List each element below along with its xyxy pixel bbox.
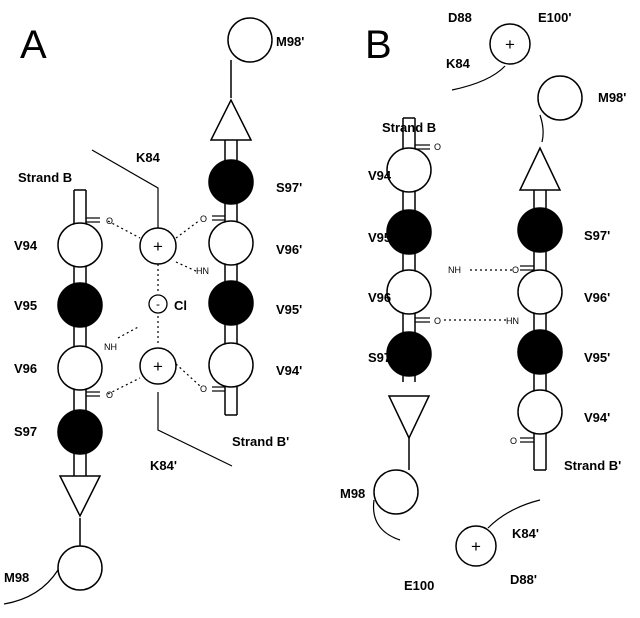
label-b-v95p: V95' xyxy=(584,350,610,365)
residue-b-v94p xyxy=(517,389,563,435)
label-b-v94p: V94' xyxy=(584,410,610,425)
panel-b: B + xyxy=(340,10,626,593)
label-v96: V96 xyxy=(14,361,37,376)
residue-b-s97p xyxy=(517,207,563,253)
k84p-sidechain xyxy=(157,392,233,467)
residue-b-m98p xyxy=(537,75,583,121)
atom-b-o-4: O xyxy=(510,436,517,446)
atom-b-o-3: O xyxy=(434,316,441,326)
residue-v95p xyxy=(208,280,254,326)
label-b-d88: D88 xyxy=(448,10,472,25)
k84-plus-sign: + xyxy=(153,237,163,256)
label-k84p: K84' xyxy=(150,458,177,473)
label-b-v94: V94 xyxy=(368,168,392,183)
residue-b-v96p xyxy=(517,269,563,315)
atom-o-1: O xyxy=(106,216,113,226)
label-b-s97: S97 xyxy=(368,350,391,365)
label-b-v95: V95 xyxy=(368,230,391,245)
residue-v95 xyxy=(57,282,103,328)
label-v94p: V94' xyxy=(276,363,302,378)
residue-s97p xyxy=(208,159,254,205)
hydrogen-bonds-b xyxy=(444,269,512,321)
k84-d88-charge-circle xyxy=(489,23,531,65)
residue-m98 xyxy=(57,545,103,591)
atom-b-o-1: O xyxy=(434,142,441,152)
panel-b-label: B xyxy=(365,23,392,67)
atom-o-4: O xyxy=(200,384,207,394)
residue-b-m98p-triangle xyxy=(518,146,562,191)
hydrogen-bonds xyxy=(107,219,201,395)
k84-charge-circle xyxy=(139,227,177,265)
k84-sidechain xyxy=(91,149,159,228)
residue-m98-triangle xyxy=(58,475,102,518)
atom-o-3: O xyxy=(106,390,113,400)
label-v95: V95 xyxy=(14,298,37,313)
label-b-strand-b-prime: Strand B' xyxy=(564,458,621,473)
atom-nh-1: NH xyxy=(104,342,117,352)
label-b-k84p: K84' xyxy=(512,526,539,541)
label-m98: M98 xyxy=(4,570,29,585)
residue-b-v95 xyxy=(386,209,432,255)
label-b-e100p: E100' xyxy=(538,10,571,25)
residue-m98p-triangle xyxy=(209,98,253,141)
top-plus-sign: + xyxy=(505,35,515,54)
m98p-b-link xyxy=(539,114,544,143)
m98-tail xyxy=(3,569,59,605)
chloride-minus-sign: - xyxy=(156,297,160,311)
residue-b-m98 xyxy=(373,469,419,515)
label-b-e100: E100 xyxy=(404,578,434,593)
label-b-v96: V96 xyxy=(368,290,391,305)
panel-a-label: A xyxy=(20,23,47,67)
label-b-m98: M98 xyxy=(340,486,365,501)
chloride-ion xyxy=(148,294,168,314)
label-m98p: M98' xyxy=(276,34,304,49)
label-b-k84: K84 xyxy=(446,56,471,71)
residue-b-v94 xyxy=(386,147,432,193)
residue-m98p xyxy=(227,17,273,63)
label-v96p: V96' xyxy=(276,242,302,257)
k84-b-sidechain xyxy=(451,65,506,91)
panel-a: A xyxy=(3,17,304,605)
label-s97p: S97' xyxy=(276,180,302,195)
label-s97: S97 xyxy=(14,424,37,439)
label-cl: Cl xyxy=(174,298,187,313)
label-b-m98p: M98' xyxy=(598,90,626,105)
k84p-d88p-charge-circle xyxy=(455,525,497,567)
label-b-d88p: D88' xyxy=(510,572,537,587)
carbonyl-marks xyxy=(86,215,225,397)
residue-b-v95p xyxy=(517,329,563,375)
k84p-b-sidechain xyxy=(487,499,541,529)
residue-b-s97 xyxy=(386,331,432,377)
carbonyl-marks-b xyxy=(415,144,534,443)
atom-b-nh-1: NH xyxy=(448,265,461,275)
residue-b-m98-triangle xyxy=(387,395,431,440)
residue-b-v96 xyxy=(386,269,432,315)
k84p-plus-sign: + xyxy=(153,357,163,376)
residue-s97 xyxy=(57,409,103,455)
label-b-v96p: V96' xyxy=(584,290,610,305)
label-strand-b: Strand B xyxy=(18,170,72,185)
atom-b-hn-1: HN xyxy=(506,316,519,326)
label-v94: V94 xyxy=(14,238,38,253)
label-v95p: V95' xyxy=(276,302,302,317)
residue-v96 xyxy=(57,345,103,391)
atom-hn-1: HN xyxy=(196,266,209,276)
atom-o-2: O xyxy=(200,214,207,224)
k84p-charge-circle xyxy=(139,347,177,385)
bottom-plus-sign: + xyxy=(471,537,481,556)
residue-v96p xyxy=(208,220,254,266)
label-strand-b-prime: Strand B' xyxy=(232,434,289,449)
label-b-s97p: S97' xyxy=(584,228,610,243)
label-k84: K84 xyxy=(136,150,161,165)
residue-v94 xyxy=(57,222,103,268)
atom-b-o-2: O xyxy=(512,265,519,275)
residue-v94p xyxy=(208,342,254,388)
label-b-strand-b: Strand B xyxy=(382,120,436,135)
m98-b-tail xyxy=(372,499,401,541)
